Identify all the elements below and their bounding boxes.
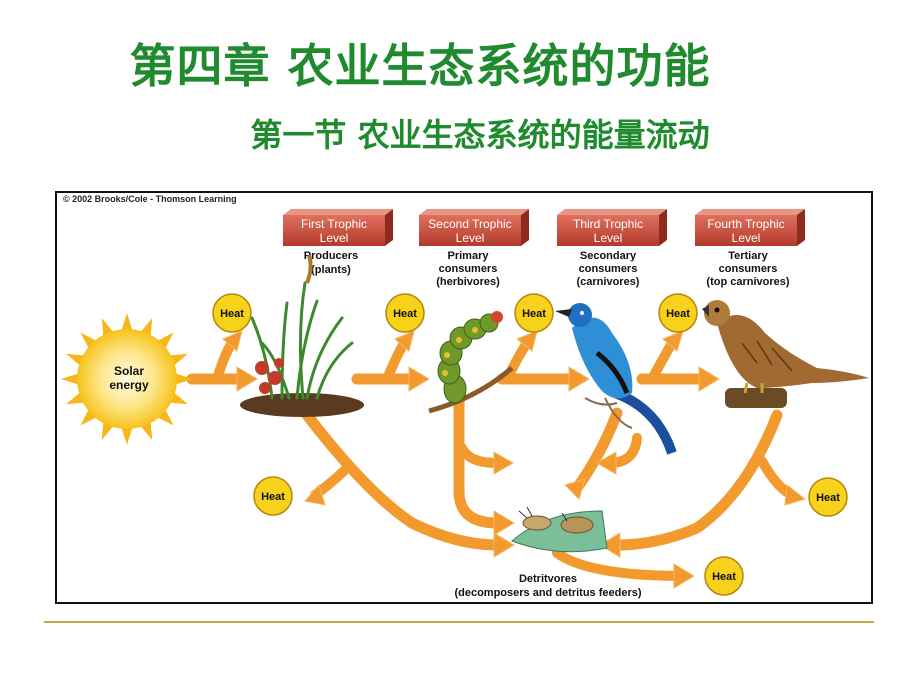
arrowhead-heat-primary [493, 451, 514, 475]
arrowhead-heat-secondary [596, 451, 617, 475]
trophic-box-3-line1: Third Trophic [573, 217, 643, 231]
secondary-consumers-label-3: (carnivores) [577, 276, 640, 288]
footer-divider [44, 621, 874, 623]
arrowhead-detritivores-left-lower [493, 532, 515, 558]
heat-label-5: Heat [261, 491, 285, 503]
arrowhead-heat-left [304, 483, 326, 506]
detritivores-label: Detritvores [519, 573, 577, 585]
tertiary-consumers-label-3: (top carnivores) [706, 276, 789, 288]
arrowhead-up-4 [662, 330, 684, 352]
heat-branch-arrow-bottom [552, 548, 682, 581]
flow-secondary-to-detritivores [571, 407, 623, 494]
trophic-box-4: Fourth Trophic Level [695, 209, 805, 246]
sun-label-1: Solar [114, 364, 144, 378]
arrowhead-heat-right [784, 484, 807, 506]
heat-circle-1: Heat [212, 293, 252, 333]
copyright-text: © 2002 Brooks/Cole - Thomson Learning [63, 194, 237, 204]
primary-consumers-label-1: Primary [448, 250, 490, 262]
heat-circle-5: Heat [253, 476, 293, 516]
primary-consumers-label-2: consumers [439, 263, 498, 275]
tertiary-consumers-label-1: Tertiary [728, 250, 768, 262]
heat-label-4: Heat [666, 308, 690, 320]
trophic-box-3-line2: Level [594, 231, 623, 245]
flow-tertiary-to-detritivores [611, 409, 783, 551]
heat-label-3: Heat [522, 308, 546, 320]
sun-ray [61, 373, 80, 385]
arrowhead-detritivores-left-upper [493, 510, 515, 536]
trophic-box-1: First Trophic Level [283, 209, 393, 246]
heat-circle-3: Heat [514, 293, 554, 333]
plants-icon [240, 254, 364, 417]
heat-branch-arrow-secondary [608, 433, 642, 468]
arrowhead-heat-bottom [673, 563, 695, 589]
tertiary-consumers-label-2: consumers [719, 263, 778, 275]
energy-flow-diagram: © 2002 Brooks/Cole - Thomson Learning Fi… [55, 191, 873, 604]
heat-circle-7: Heat [704, 556, 744, 596]
flow-primary-to-detritivores [453, 395, 503, 529]
heat-circle-6: Heat [808, 477, 848, 517]
bluebird-icon [555, 303, 677, 455]
heat-label-1: Heat [220, 308, 244, 320]
trophic-box-1-line2: Level [320, 231, 349, 245]
sun-icon: Solar energy [61, 313, 193, 445]
trophic-box-2-line2: Level [456, 231, 485, 245]
trophic-box-2-line1: Second Trophic [428, 217, 511, 231]
heat-circle-4: Heat [658, 293, 698, 333]
slide-subtitle: 第一节 农业生态系统的能量流动 [250, 116, 710, 154]
secondary-consumers-label-1: Secondary [580, 250, 637, 262]
trophic-box-4-line2: Level [732, 231, 761, 245]
arrowhead-up-1 [222, 330, 243, 352]
producers-sublabel: (plants) [311, 264, 351, 276]
arrowhead-detritivores-top [564, 478, 586, 500]
arrowhead-up-3 [516, 330, 538, 352]
trophic-box-2: Second Trophic Level [419, 209, 529, 246]
arrowhead-tertiary [698, 366, 720, 392]
producers-label: Producers [304, 250, 358, 262]
caterpillar-icon [428, 311, 514, 414]
detritivores-sublabel: (decomposers and detritus feeders) [454, 587, 641, 599]
heat-circle-2: Heat [385, 293, 425, 333]
secondary-consumers-label-2: consumers [579, 263, 638, 275]
trophic-box-3: Third Trophic Level [557, 209, 667, 246]
heat-label-7: Heat [712, 571, 736, 583]
heat-branch-arrow-primary [457, 443, 502, 468]
primary-consumers-label-3: (herbivores) [436, 276, 500, 288]
trophic-box-4-line1: Fourth Trophic [707, 217, 784, 231]
heat-label-2: Heat [393, 308, 417, 320]
slide-title: 第四章 农业生态系统的功能 [129, 39, 711, 93]
arrowhead-up-2 [394, 330, 415, 352]
flow-producers-to-detritivores [301, 409, 503, 551]
arrowhead-primary [408, 366, 430, 392]
arrowhead-secondary [568, 366, 590, 392]
sun-ray [121, 313, 133, 332]
sun-ray [121, 426, 133, 445]
arrowhead-detritivores-right [599, 532, 621, 558]
trophic-box-1-line1: First Trophic [301, 217, 367, 231]
sun-label-2: energy [109, 378, 149, 392]
arrowhead-producers [236, 366, 258, 392]
sun-ray [174, 373, 193, 385]
hawk-icon [702, 300, 869, 408]
heat-label-6: Heat [816, 492, 840, 504]
detritivores-icon [511, 506, 608, 553]
